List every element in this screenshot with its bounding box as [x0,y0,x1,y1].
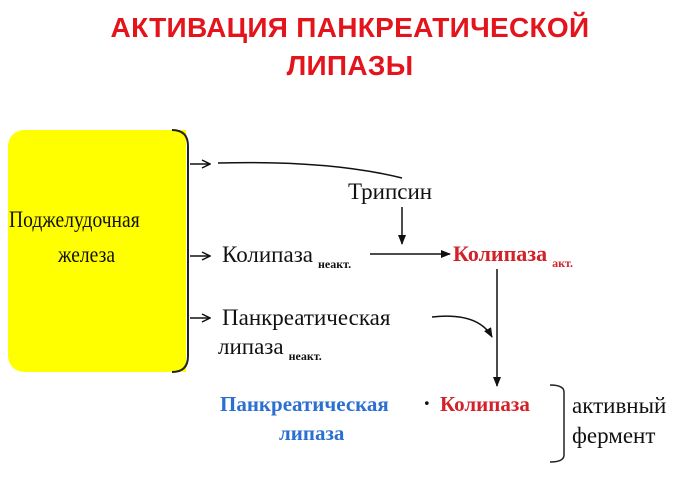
title-line-2: ЛИПАЗЫ [286,50,414,81]
arrow-to-trypsin [217,161,403,179]
lipase-inactive-line-2: липаза неакт. [218,334,322,362]
pancreas-box [8,130,186,372]
complex-colipase: Колипаза [440,392,530,416]
result-line-1: активный [572,393,667,418]
complex-lipase-line-1: Панкреатическая [220,392,389,416]
colipase-active-sub: акт. [552,256,574,270]
colipase-active-label: Колипаза [453,241,548,266]
colipase-inactive-sub: неакт. [318,257,352,271]
title-line-1: АКТИВАЦИЯ ПАНКРЕАТИЧЕСКОЙ [110,12,590,43]
complex-dot: · [423,391,431,416]
trypsin-label: Трипсин [348,179,433,204]
lipase-inactive-sub: неакт. [288,349,322,363]
arrow-lipase-to-complex [431,315,493,338]
colipase-inactive: Колипаза неакт. [222,242,351,270]
box-bracket [171,129,189,373]
colipase-active: Колипаза акт. [453,241,573,270]
complex-lipase-line-2: липаза [279,421,345,445]
colipase-inactive-label: Колипаза [222,242,313,267]
pancreas-label-1: Поджелудочная [9,207,140,232]
lipase-inactive-label: липаза [218,334,284,359]
pancreas-label-2: железа [58,242,116,267]
result-line-2: фермент [572,423,656,448]
result-bracket [549,384,565,463]
lipase-inactive-line-1: Панкреатическая [222,305,391,330]
